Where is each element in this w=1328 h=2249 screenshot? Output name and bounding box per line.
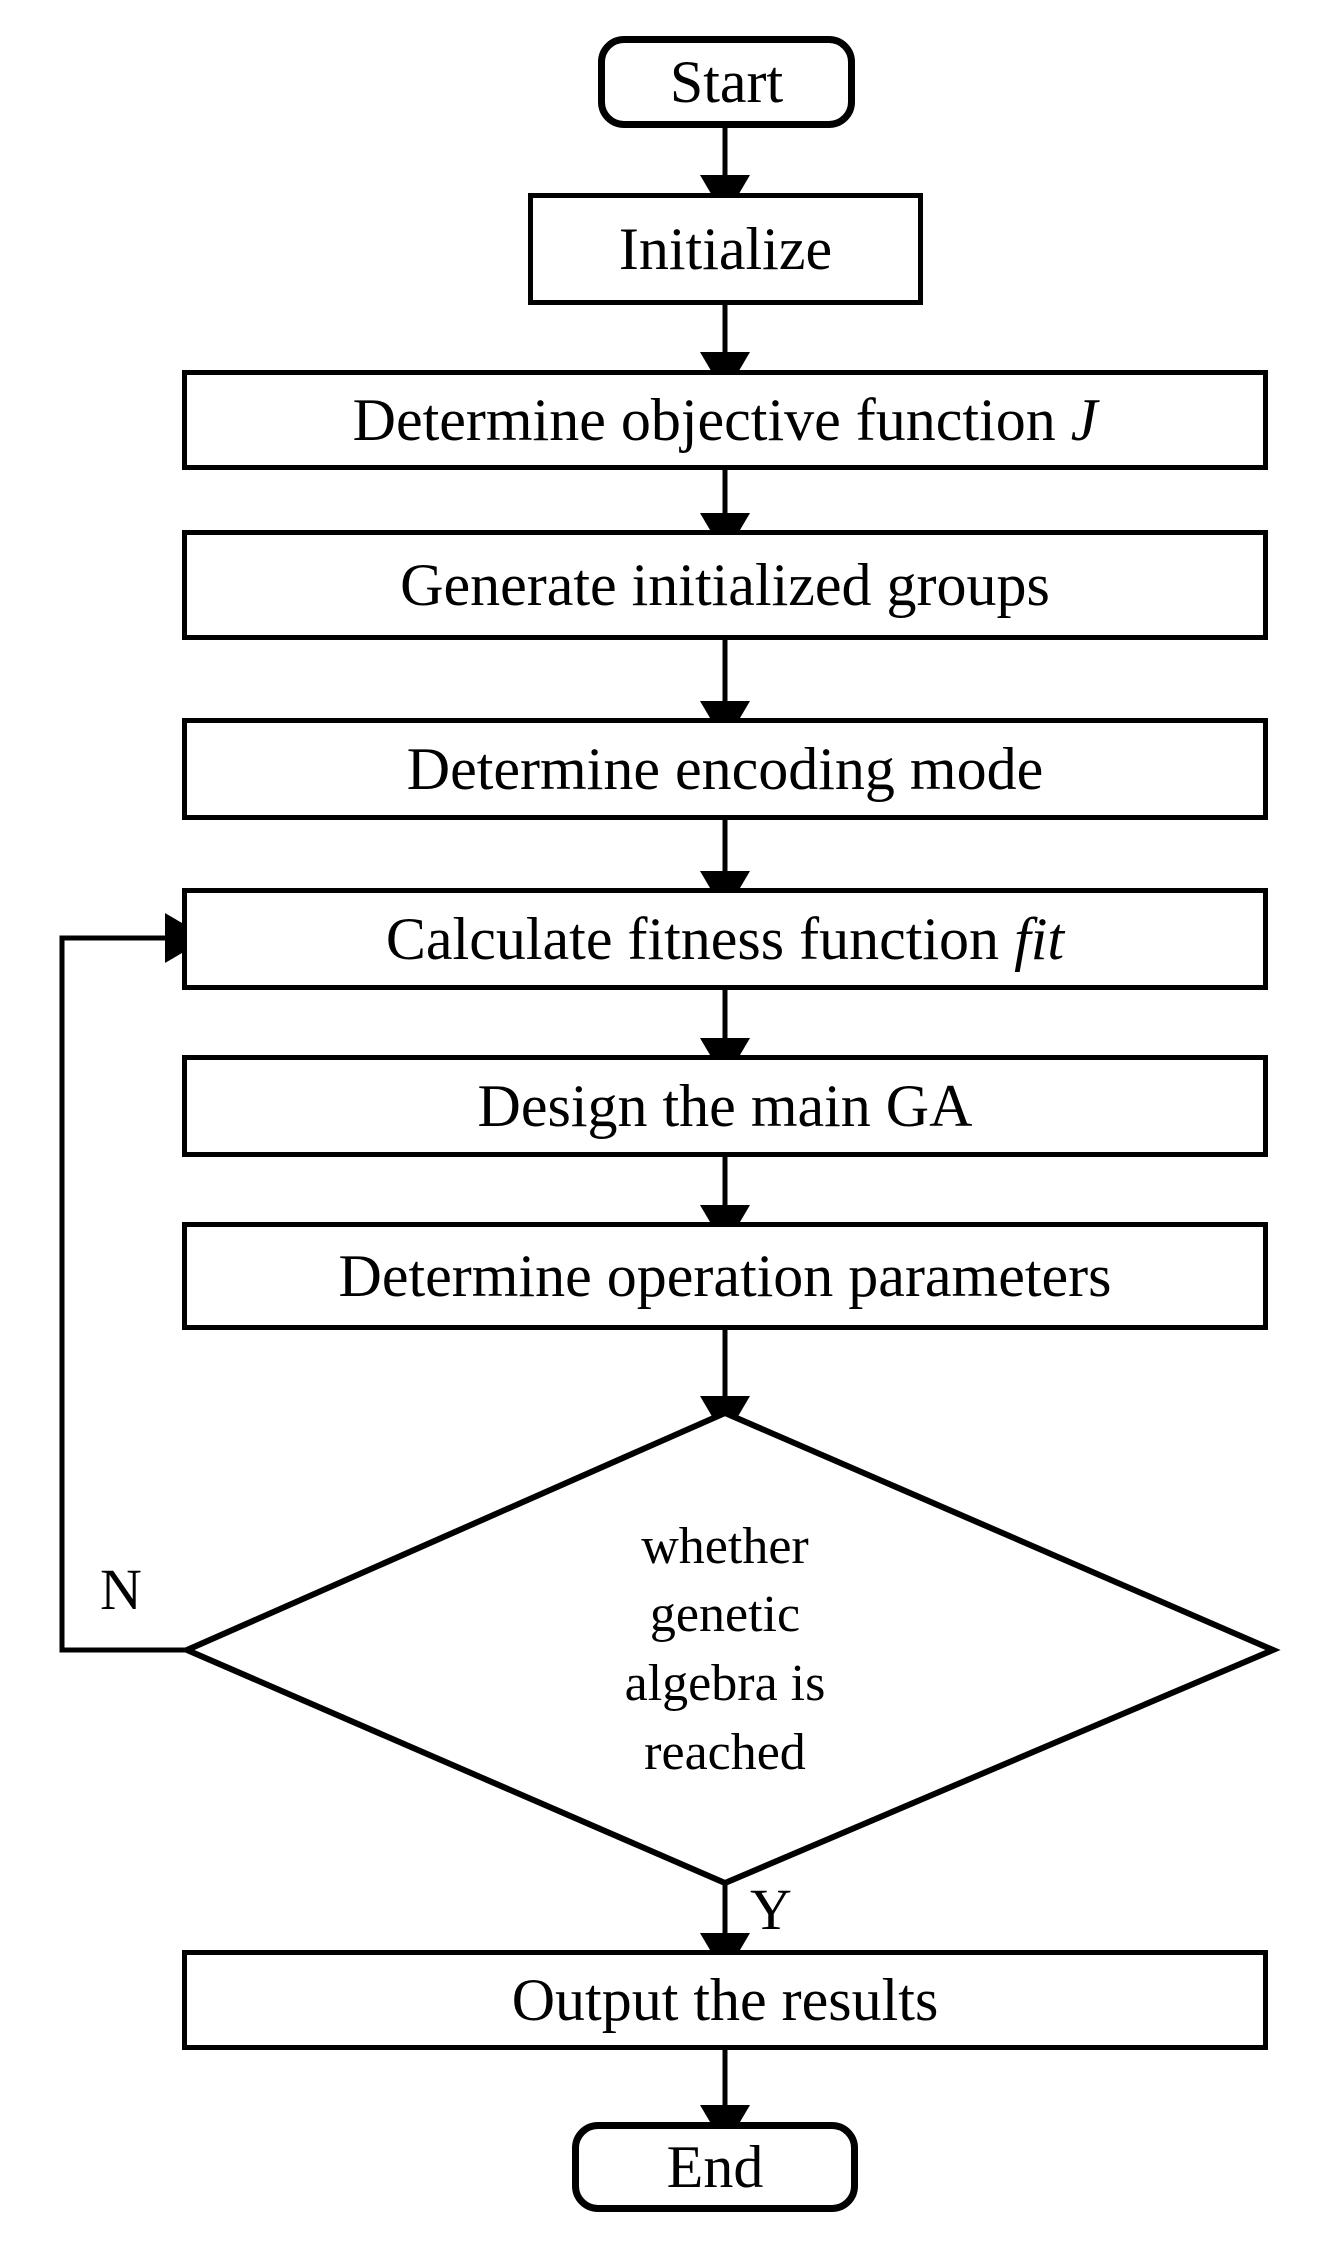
decision-diamond — [179, 1409, 1281, 1887]
node-operation[interactable]: Determine operation parameters — [182, 1222, 1268, 1330]
node-fitness-emphasis: fit — [1014, 905, 1065, 972]
edge-decision-fitness-no — [59, 913, 208, 1653]
node-initialize[interactable]: Initialize — [528, 193, 923, 305]
node-start[interactable]: Start — [598, 36, 855, 128]
node-encoding[interactable]: Determine encoding mode — [182, 718, 1268, 820]
edge-label-yes-text: Y — [750, 1877, 792, 1942]
edge-label-no-text: N — [100, 1557, 142, 1622]
node-end[interactable]: End — [572, 2122, 858, 2212]
node-output-label: Output the results — [511, 1966, 939, 2033]
node-start-label: Start — [669, 48, 784, 115]
edge-label-no: N — [100, 1556, 142, 1623]
node-main-ga-label: Design the main GA — [477, 1072, 973, 1139]
node-encoding-label: Determine encoding mode — [406, 735, 1044, 802]
node-objective-emphasis: J — [1070, 386, 1098, 453]
edge-label-yes: Y — [750, 1876, 792, 1943]
node-operation-label: Determine operation parameters — [338, 1242, 1112, 1309]
node-fitness-label: Calculate fitness function fit — [385, 905, 1065, 972]
node-initialize-label: Initialize — [618, 215, 833, 282]
node-output[interactable]: Output the results — [182, 1950, 1268, 2050]
node-groups[interactable]: Generate initialized groups — [182, 530, 1268, 640]
node-objective-label: Determine objective function J — [352, 386, 1098, 453]
node-fitness[interactable]: Calculate fitness function fit — [182, 888, 1268, 990]
node-end-label: End — [666, 2133, 764, 2200]
node-groups-label: Generate initialized groups — [400, 551, 1050, 618]
node-objective[interactable]: Determine objective function J — [182, 370, 1268, 470]
node-main-ga[interactable]: Design the main GA — [182, 1055, 1268, 1157]
